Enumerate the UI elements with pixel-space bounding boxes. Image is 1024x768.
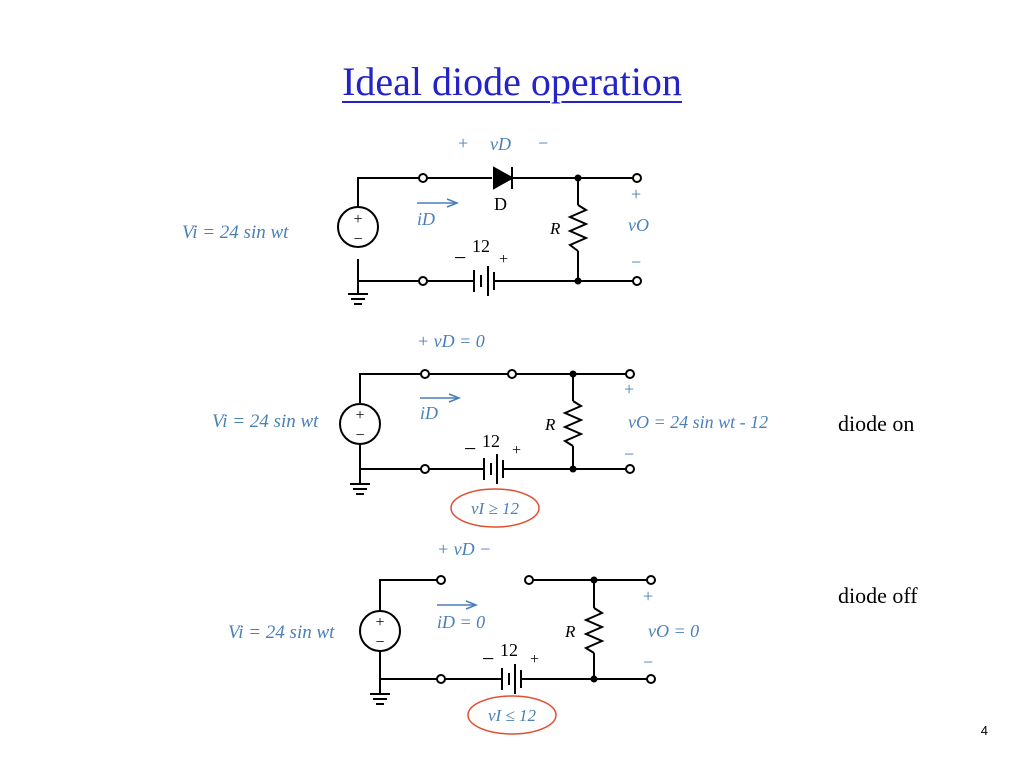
- mid-node: [569, 465, 577, 473]
- top-node: [574, 277, 582, 285]
- bottom-current-arrowhead: [465, 600, 479, 610]
- mid-vo-plus: +: [624, 379, 634, 399]
- mid-terminal: [507, 369, 517, 379]
- top-voltage-source: [337, 206, 379, 248]
- bottom-source-plus: +: [375, 614, 384, 631]
- diode-symbol: [493, 166, 515, 190]
- mid-voltage-source: [339, 403, 381, 445]
- circuit-mid-wires: [359, 373, 626, 484]
- top-vo-plus: +: [631, 184, 641, 204]
- mid-vo-label: vO = 24 sin wt - 12: [628, 412, 768, 432]
- bottom-vo-plus: +: [643, 586, 653, 606]
- bottom-voltage-source: [359, 610, 401, 652]
- top-diode-label: D: [494, 194, 507, 214]
- mid-vo-minus: −: [624, 444, 634, 464]
- page-number: 4: [980, 723, 988, 738]
- mid-source-minus: −: [355, 427, 364, 444]
- top-resistor: [567, 204, 589, 252]
- top-vd-plus: +: [458, 133, 468, 153]
- bottom-resistor: [583, 607, 605, 654]
- bottom-condition-label: vI ≤ 12: [488, 706, 537, 725]
- top-source-minus: −: [353, 231, 362, 248]
- bottom-node: [590, 675, 598, 683]
- top-vo-label: vO: [628, 215, 649, 235]
- mid-output-terminal: [625, 369, 635, 379]
- mid-condition-label: vI ≥ 12: [471, 499, 520, 518]
- top-battery-value: 12: [472, 236, 490, 256]
- bottom-ground-icon: [370, 693, 390, 705]
- bottom-source-label: Vi = 24 sin wt: [228, 622, 335, 643]
- top-battery-minus: −: [454, 245, 466, 270]
- bottom-resistor-label: R: [564, 622, 576, 641]
- bottom-output-terminal: [646, 575, 656, 585]
- top-id-label: iD: [417, 209, 435, 229]
- bottom-terminal: [436, 674, 446, 684]
- top-resistor-label: R: [549, 219, 561, 238]
- top-source-label: Vi = 24 sin wt: [182, 222, 289, 243]
- bottom-source-minus: −: [375, 634, 384, 651]
- circuit-bottom-wires: [379, 579, 647, 694]
- slide-title: Ideal diode operation: [342, 59, 682, 104]
- mid-resistor: [562, 400, 584, 447]
- top-current-arrowhead: [446, 198, 460, 208]
- mid-resistor-label: R: [544, 415, 556, 434]
- bottom-battery: [501, 664, 522, 694]
- top-vd-minus: −: [538, 133, 548, 153]
- bottom-condition-highlight: [467, 695, 557, 735]
- bottom-output-terminal: [646, 674, 656, 684]
- top-node: [574, 174, 582, 182]
- mid-ground-icon: [350, 483, 370, 495]
- mid-battery-minus: −: [464, 436, 476, 461]
- bottom-vo-label: vO = 0: [648, 621, 699, 641]
- bottom-terminal: [524, 575, 534, 585]
- top-output-terminal: [632, 276, 642, 286]
- mid-source-plus: +: [355, 407, 364, 424]
- top-ground-icon: [348, 293, 368, 305]
- top-vo-minus: −: [631, 252, 641, 272]
- diode-off-label: diode off: [838, 583, 918, 608]
- top-battery-plus: +: [499, 251, 508, 268]
- mid-battery-plus: +: [512, 442, 521, 459]
- top-terminal: [418, 173, 428, 183]
- mid-current-arrowhead: [448, 393, 462, 403]
- mid-id-label: iD: [420, 403, 438, 423]
- circuit-top-wires: [357, 177, 633, 294]
- bottom-node: [590, 576, 598, 584]
- bottom-vd-label: + vD −: [437, 539, 491, 559]
- top-output-terminal: [632, 173, 642, 183]
- mid-source-label: Vi = 24 sin wt: [212, 411, 319, 432]
- mid-condition-highlight: [450, 488, 540, 528]
- diode-on-label: diode on: [838, 411, 915, 436]
- top-battery: [473, 266, 495, 296]
- bottom-battery-minus: −: [482, 646, 494, 671]
- mid-battery-value: 12: [482, 431, 500, 451]
- bottom-battery-plus: +: [530, 651, 539, 668]
- bottom-id-label: iD = 0: [437, 612, 485, 632]
- top-vd-label: vD: [490, 134, 511, 154]
- bottom-terminal: [436, 575, 446, 585]
- bottom-vo-minus: −: [643, 652, 653, 672]
- mid-vd-label: + vD = 0: [417, 331, 485, 351]
- top-terminal: [418, 276, 428, 286]
- mid-battery: [483, 454, 504, 484]
- mid-terminal: [420, 464, 430, 474]
- top-source-plus: +: [353, 211, 362, 228]
- mid-output-terminal: [625, 464, 635, 474]
- bottom-battery-value: 12: [500, 640, 518, 660]
- mid-terminal: [420, 369, 430, 379]
- mid-node: [569, 370, 577, 378]
